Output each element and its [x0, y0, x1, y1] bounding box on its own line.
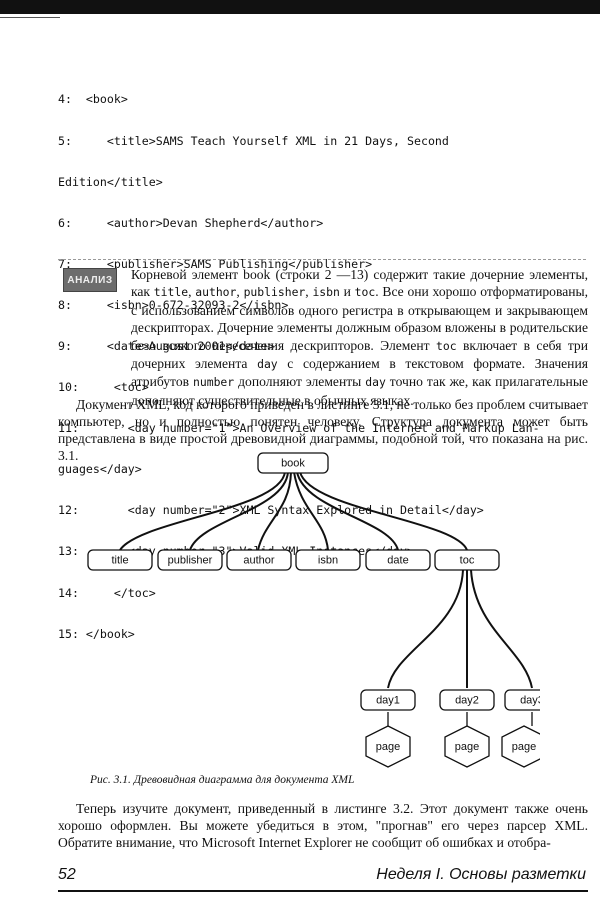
- edge: [257, 471, 292, 551]
- node-label: title: [111, 554, 128, 566]
- node-label: page: [376, 741, 400, 753]
- node-publisher: publisher: [157, 549, 223, 571]
- code-line: 11: <day number="1">An Overview of the I…: [58, 421, 540, 436]
- node-label: page: [512, 741, 536, 753]
- node-label: day3: [520, 694, 540, 706]
- node-label: toc: [460, 554, 475, 566]
- code-line: 9: <date>August 2001</date>: [58, 338, 275, 353]
- footer-rule: [58, 890, 588, 892]
- edge: [296, 471, 399, 551]
- edge: [387, 569, 464, 689]
- code-line: guages</day>: [58, 462, 142, 477]
- code-term: publisher: [243, 285, 306, 300]
- code-line: Edition</title>: [58, 174, 163, 189]
- code-line: 7: <publisher>SAMS Publishing</publisher…: [58, 256, 373, 271]
- code-line: 6: <author>Devan Shepherd</author>: [58, 215, 324, 230]
- code-line: 10: <toc>: [58, 380, 149, 395]
- code-term: author: [195, 285, 237, 300]
- node-label: day1: [376, 694, 400, 706]
- analysis-text: . Все они хорошо отформатированы, с испо…: [131, 284, 589, 353]
- node-label: publisher: [168, 554, 213, 566]
- listing-separator: [58, 259, 586, 260]
- node-isbn: isbn: [295, 549, 361, 571]
- analysis-text: точно так же, как прилагательные дополня…: [131, 374, 588, 408]
- node-page-1: page: [365, 725, 411, 768]
- analysis-text: ,: [236, 284, 244, 300]
- node-day2: day2: [439, 689, 495, 711]
- code-term: toc: [354, 285, 376, 300]
- node-toc: toc: [434, 549, 500, 571]
- analysis-text: ,: [305, 284, 313, 300]
- node-book: book: [257, 452, 329, 474]
- running-title: Неделя I. Основы разметки: [376, 866, 586, 883]
- body-paragraph: Документ XML, код которого приведен в ли…: [58, 397, 588, 463]
- code-term: number: [193, 375, 235, 390]
- analysis-text: и: [339, 284, 355, 300]
- top-header-bar: [0, 0, 600, 14]
- code-line: 15: </book>: [58, 626, 135, 641]
- edge: [470, 569, 533, 689]
- code-term: toc: [436, 338, 457, 353]
- analysis-text: ,: [188, 284, 196, 300]
- code-line: 8: <isbn>0-672-32093-2</isbn>: [58, 297, 289, 312]
- node-label: day2: [455, 694, 479, 706]
- analysis-icon: АНАЛИЗ: [63, 268, 117, 292]
- code-line: 4: <book>: [58, 92, 128, 107]
- node-label: isbn: [318, 554, 338, 566]
- analysis-text: с содержанием в текстовом формате. Значе…: [131, 356, 588, 390]
- code-term: day: [365, 375, 386, 390]
- node-page-2: page: [444, 725, 490, 768]
- code-line: 12: <day number="2">XML Syntax Explored …: [58, 503, 484, 518]
- analysis-text: включает в себя три дочерних элемента: [131, 337, 589, 372]
- figure-caption: Рис. 3.1. Древовидная диаграмма для доку…: [90, 774, 355, 786]
- code-line: 14: </toc>: [58, 585, 156, 600]
- code-term: day: [257, 357, 278, 372]
- analysis-text: дополняют элементы: [234, 374, 366, 390]
- node-day1: day1: [360, 689, 416, 711]
- node-title: title: [87, 549, 153, 571]
- code-term: title: [153, 285, 189, 300]
- analysis-text: Корневой элемент book (строки 2 —13) сод…: [131, 267, 588, 300]
- node-label: book: [281, 457, 305, 469]
- edge: [293, 471, 329, 551]
- code-term: isbn: [312, 285, 340, 300]
- node-day3: day3: [504, 689, 540, 711]
- node-page-3: page: [501, 725, 540, 768]
- edge: [299, 471, 468, 551]
- analysis-paragraph: Корневой элемент book (строки 2 —13) сод…: [131, 266, 588, 409]
- node-label: page: [455, 741, 479, 753]
- node-label: date: [387, 554, 408, 566]
- page-number: 52: [58, 866, 76, 883]
- node-label: author: [243, 554, 275, 566]
- edge: [119, 471, 286, 551]
- code-line: 5: <title>SAMS Teach Yourself XML in 21 …: [58, 133, 449, 148]
- edge: [189, 471, 289, 551]
- node-author: author: [226, 549, 292, 571]
- top-header-rule: [0, 17, 60, 18]
- node-date: date: [365, 549, 431, 571]
- body-paragraph: Теперь изучите документ, приведенный в л…: [58, 801, 588, 850]
- tree-diagram: book title publisher author isbn date to…: [87, 452, 540, 768]
